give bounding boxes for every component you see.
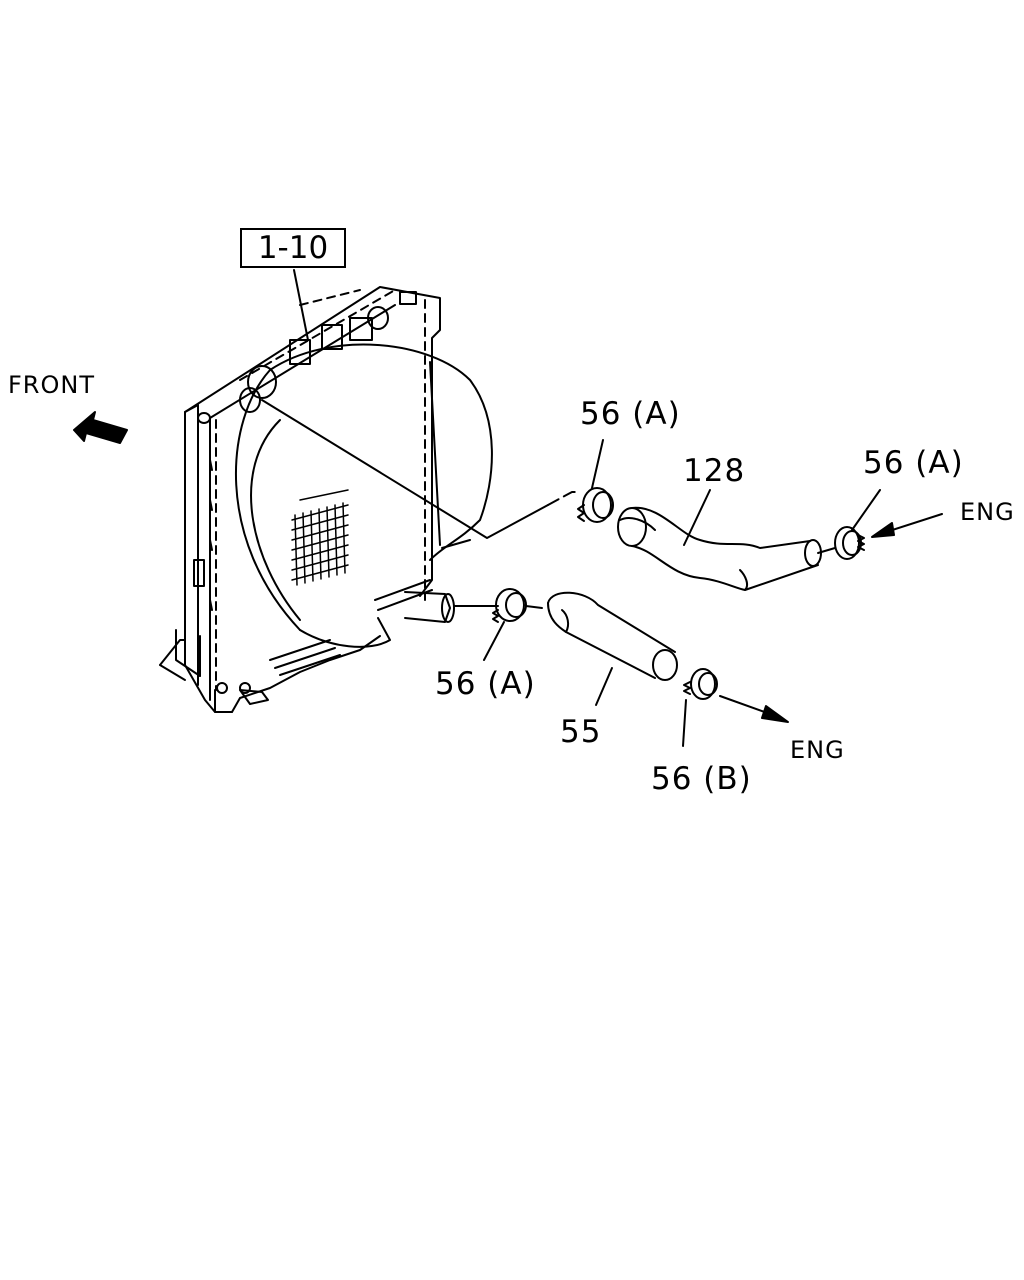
front-arrow	[74, 412, 127, 443]
callout-clamp-upper-right: 56 (A)	[863, 445, 964, 481]
callout-clamp-lower-left: 56 (A)	[435, 666, 536, 702]
leader-128	[684, 490, 710, 545]
hose-128	[618, 508, 821, 590]
callout-clamp-upper-left: 56 (A)	[580, 396, 681, 432]
fan-shroud	[236, 345, 492, 647]
callout-hose-55: 55	[560, 714, 602, 750]
hose-55	[548, 593, 677, 680]
leader-clamp-a1	[592, 440, 603, 488]
leader-55	[596, 668, 612, 705]
callout-clamp-lower-right: 56 (B)	[651, 761, 752, 797]
leader-clamp-b	[683, 700, 686, 746]
eng-out-label: ENG	[790, 736, 845, 764]
eng-out-arrow-shaft	[720, 696, 770, 714]
eng-in-arrow-shaft	[886, 514, 942, 532]
upper-hose-routing-line	[262, 400, 548, 538]
clamp-56a-upper-left	[578, 488, 613, 522]
leader-1-10	[294, 270, 308, 340]
callout-hose-128: 128	[683, 453, 746, 489]
eng-out-arrowhead	[762, 706, 788, 722]
reference-1-10-box: 1-10	[240, 228, 346, 268]
leader-clamp-a2	[852, 490, 880, 530]
clamp-56a-upper-right	[818, 527, 864, 559]
eng-in-arrowhead	[872, 523, 894, 537]
eng-in-label: ENG	[960, 498, 1015, 526]
leader-clamp-a3	[484, 622, 504, 660]
shroud-grille	[292, 490, 348, 585]
front-label: FRONT	[8, 371, 95, 399]
clamp-56b-lower-right	[684, 669, 717, 699]
clamp-56a-lower-left	[493, 589, 542, 622]
